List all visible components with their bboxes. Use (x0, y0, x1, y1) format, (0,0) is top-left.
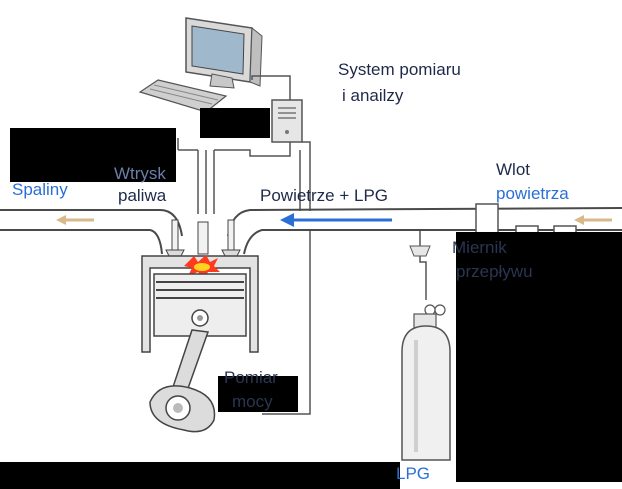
system-label-line1: System pomiaru (338, 60, 461, 79)
exhaust-flow-arrow (56, 215, 94, 225)
intake-inlet-arrow (574, 215, 612, 225)
air-inlet-label-line2: powietrza (496, 184, 569, 203)
engine-piston-icon (141, 219, 259, 433)
flow-meter-label-line1: Miernik (452, 238, 507, 257)
pc-tower-icon (271, 99, 303, 143)
exhaust-pipe (0, 209, 183, 255)
air-inlet-label-line1: Wlot (496, 160, 530, 179)
redacted-block (0, 462, 400, 489)
power-measurement-label-line2: mocy (232, 392, 273, 411)
redacted-block (456, 232, 622, 482)
flow-meter-label-line2: przepływu (456, 262, 533, 281)
redacted-block (218, 376, 298, 412)
fuel-injection-label-line1: Wtrysk (114, 164, 166, 183)
redacted-block (200, 108, 270, 138)
redacted-block (10, 128, 176, 182)
lpg-label: LPG (396, 464, 431, 483)
air-lpg-label: Powietrze + LPG (260, 186, 389, 205)
computer-monitor-icon (185, 17, 263, 89)
power-measurement-label-line1: Pomiar (224, 368, 278, 387)
fuel-injection-label-line2: paliwa (118, 186, 167, 205)
intake-flow-arrow (280, 213, 392, 227)
keyboard-icon (138, 79, 228, 113)
system-label-line2: i anailzy (342, 86, 404, 105)
lpg-cylinder-icon (401, 236, 451, 461)
exhaust-label: Spaliny (12, 180, 68, 199)
